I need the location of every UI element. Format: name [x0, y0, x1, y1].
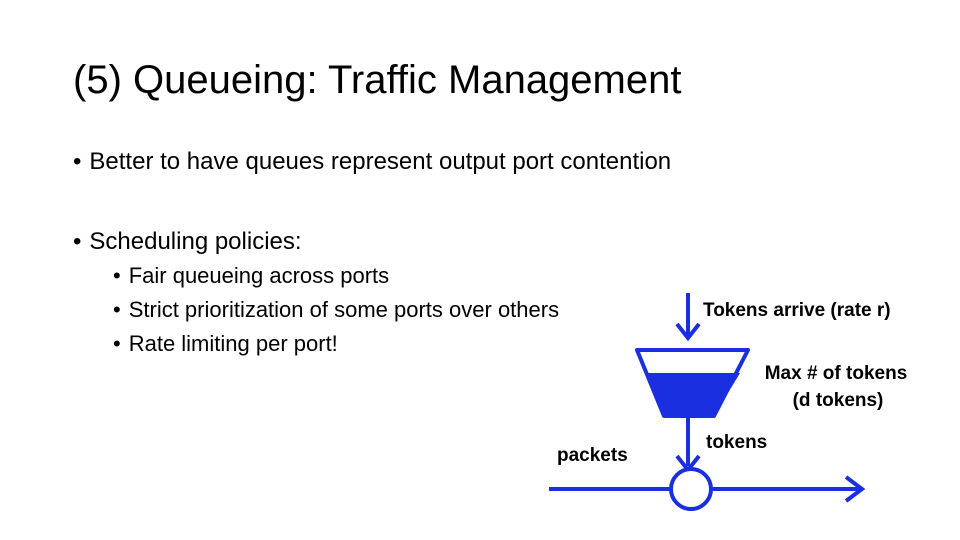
bullet-dot: •: [73, 228, 82, 255]
label-max-tokens: Max # of tokens: [765, 363, 908, 384]
bullet-dot: •: [113, 331, 121, 356]
bullet-dot: •: [113, 297, 121, 322]
label-d-tokens: (d tokens): [793, 390, 884, 411]
sub-bullet-text: Strict prioritization of some ports over…: [128, 297, 560, 322]
bucket-token-fill: [645, 373, 740, 416]
sub-bullet-strict: • Strict prioritization of some ports ove…: [113, 297, 559, 323]
sub-bullet-rate: • Rate limiting per port!: [113, 331, 338, 357]
bullet-text: Scheduling policies:: [89, 228, 302, 255]
label-tokens: tokens: [706, 432, 767, 453]
bullet-text: Better to have queues represent output p…: [89, 148, 672, 175]
tokens-in-arrow-head: [675, 322, 701, 342]
slide-title: (5) Queueing: Traffic Management: [73, 58, 682, 102]
packets-arrow-head: [844, 475, 866, 503]
sub-bullet-text: Fair queueing across ports: [128, 263, 390, 288]
bucket-outline: [635, 348, 750, 418]
sub-bullet-fair: • Fair queueing across ports: [113, 263, 389, 289]
label-packets: packets: [557, 445, 628, 466]
bullet-output-port: • Better to have queues represent output …: [73, 148, 671, 176]
label-tokens-arrive: Tokens arrive (rate r): [703, 300, 891, 321]
bullet-dot: •: [73, 148, 82, 175]
gate-circle: [669, 467, 713, 511]
bullet-dot: •: [113, 263, 121, 288]
bullet-scheduling: • Scheduling policies:: [73, 228, 302, 256]
sub-bullet-text: Rate limiting per port!: [128, 331, 338, 356]
